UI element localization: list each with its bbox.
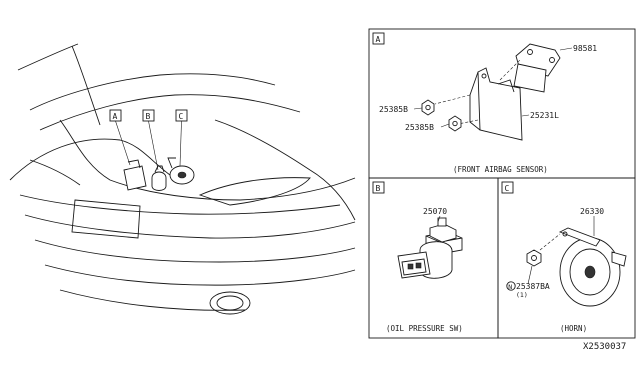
callout-c-label: C bbox=[179, 112, 184, 121]
part-label-98581: 98581 bbox=[573, 44, 597, 53]
vehicle-part-oil-pressure-switch bbox=[151, 165, 167, 191]
panel-c-tag: C bbox=[505, 184, 510, 193]
callout-b: B bbox=[142, 109, 159, 171]
part-label-25385b-upper: 25385B bbox=[379, 105, 408, 114]
panel-b-caption: (OIL PRESSURE SW) bbox=[386, 324, 463, 333]
callout-a-label: A bbox=[113, 112, 118, 121]
nut-upper bbox=[421, 99, 435, 116]
n-marker-letter: N bbox=[508, 283, 512, 291]
part-label-25387ba-qty: (1) bbox=[516, 291, 528, 299]
callout-b-label: B bbox=[146, 112, 151, 121]
part-label-25385b-lower: 25385B bbox=[405, 123, 434, 132]
n-marker-circle bbox=[506, 281, 516, 291]
horn-nut bbox=[526, 249, 542, 267]
panel-a-caption: (FRONT AIRBAG SENSOR) bbox=[453, 165, 548, 174]
panel-c-caption: (HORN) bbox=[560, 324, 587, 333]
horn bbox=[539, 227, 627, 307]
panel-b: B 25070 (OIL PRESSURE SW) bbox=[368, 177, 499, 339]
callout-a: A bbox=[109, 109, 131, 166]
vehicle-front-illustration bbox=[9, 43, 356, 315]
part-label-26330: 26330 bbox=[580, 207, 604, 216]
diagram-id: X2530037 bbox=[583, 342, 626, 352]
vehicle-part-horn bbox=[167, 157, 195, 185]
panel-c: C 26330 N 25387BA (1) (HORN) bbox=[497, 177, 636, 339]
part-label-25070: 25070 bbox=[423, 207, 447, 216]
part-label-25231l: 25231L bbox=[530, 111, 559, 120]
part-label-25387ba: 25387BA bbox=[516, 282, 550, 291]
callout-c: C bbox=[175, 109, 188, 167]
panel-b-tag: B bbox=[376, 184, 381, 193]
panel-a-tag: A bbox=[376, 35, 381, 44]
panel-a: A 98581 25385B 25385B bbox=[368, 28, 636, 179]
front-airbag-sensor-assembly bbox=[434, 43, 561, 141]
nut-lower bbox=[448, 115, 462, 132]
vehicle-part-airbag-sensor bbox=[123, 159, 147, 191]
oil-pressure-switch bbox=[397, 217, 463, 279]
